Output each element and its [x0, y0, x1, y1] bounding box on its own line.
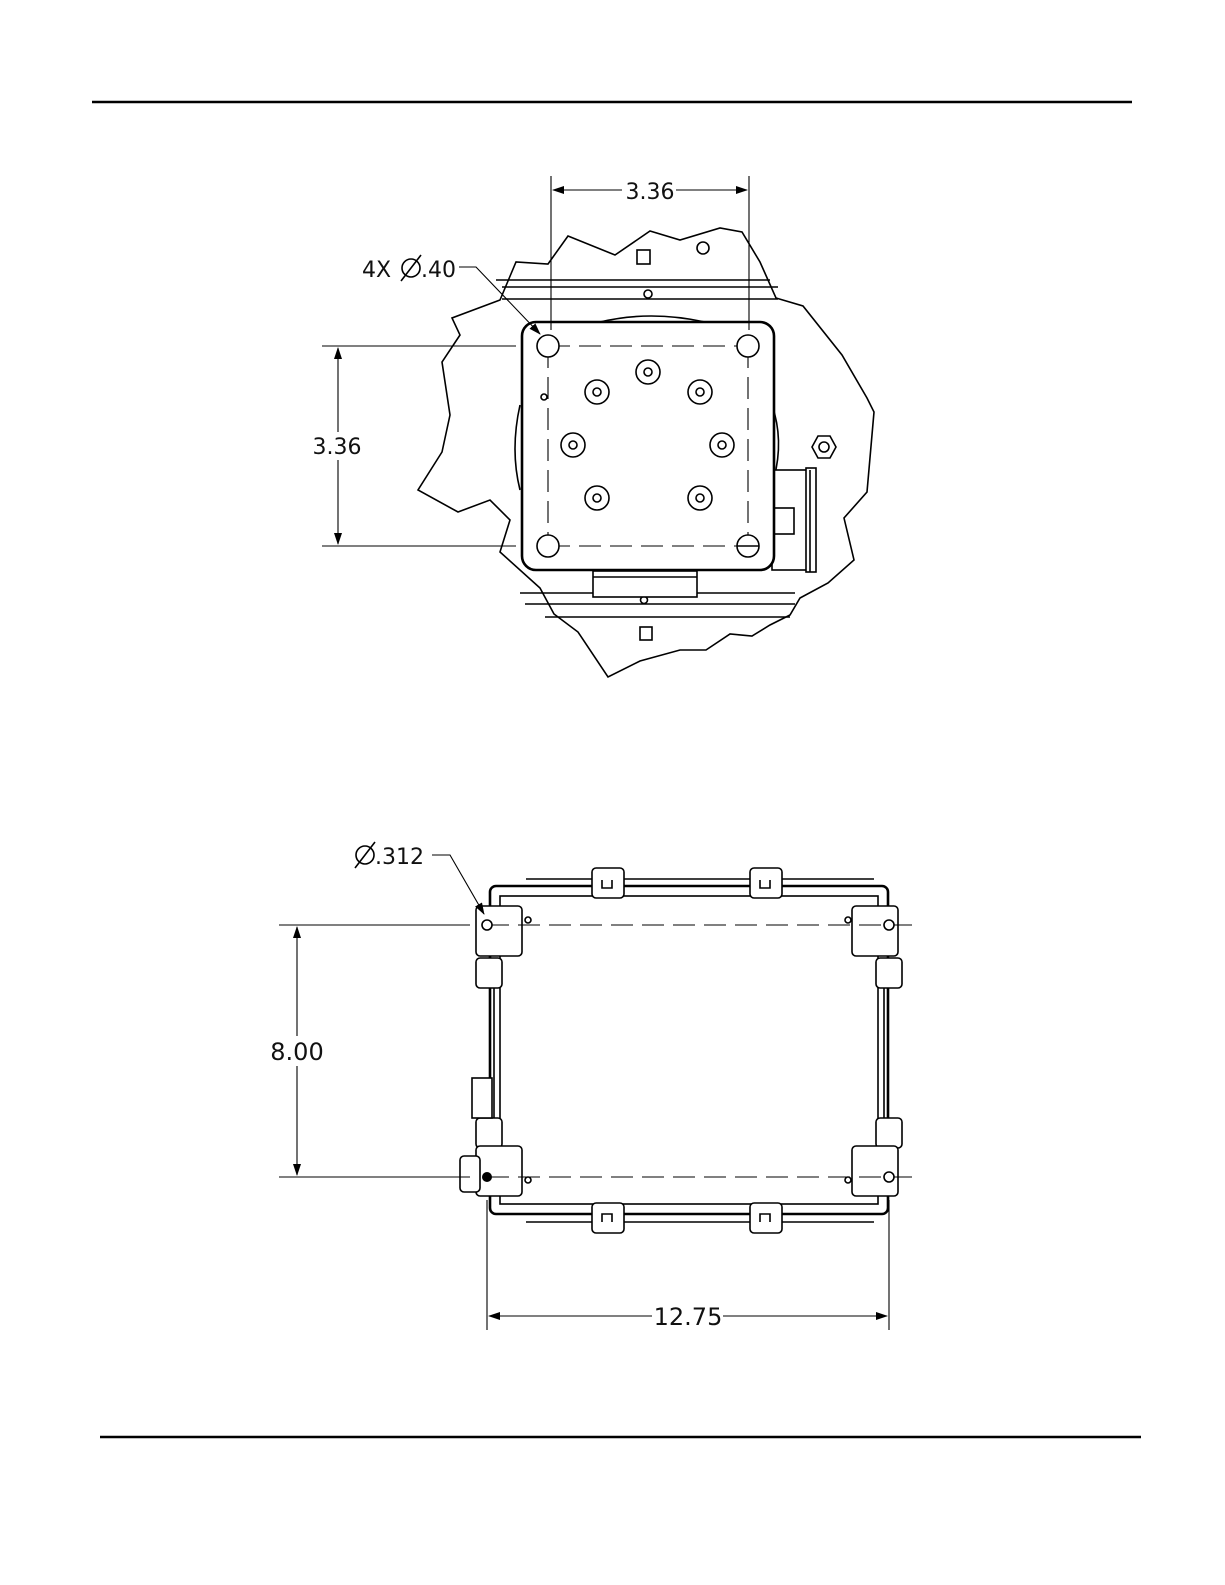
diameter-icon — [401, 255, 421, 281]
bracket-hole-callout: .312 — [375, 845, 424, 870]
small-hole — [644, 290, 652, 298]
small-hole — [697, 242, 709, 254]
side-tab — [476, 1118, 502, 1148]
hex-nut — [812, 436, 836, 458]
corner-bracket — [852, 906, 898, 956]
bottom-tab — [640, 627, 652, 640]
housing-outer — [490, 886, 888, 1214]
corner-bracket — [476, 906, 522, 956]
side-connector — [472, 1078, 492, 1118]
side-connector-face — [806, 468, 816, 572]
side-connector-slot — [774, 508, 794, 534]
bracket-hole — [482, 920, 492, 930]
bottom-width-dimension: 12.75 — [654, 1303, 723, 1331]
bracket-hole — [884, 1172, 894, 1182]
housing-tab — [592, 1203, 624, 1233]
diameter-icon — [355, 842, 375, 868]
side-tab — [876, 1118, 902, 1148]
bracket-hole — [884, 920, 894, 930]
mounting-hole — [737, 335, 759, 357]
bottom-view: 8.00 12.75 .312 — [266, 842, 914, 1331]
mounting-hole — [537, 535, 559, 557]
round-platform — [515, 405, 520, 490]
housing-tab — [750, 1203, 782, 1233]
side-tab — [876, 958, 902, 988]
top-tab — [637, 250, 650, 264]
hole-callout-diameter: .40 — [421, 258, 456, 283]
top-height-dimension: 3.36 — [313, 435, 362, 460]
leader-line — [432, 855, 484, 914]
lower-block — [593, 571, 697, 597]
housing-tab — [750, 868, 782, 898]
corner-bracket — [476, 1146, 522, 1196]
bottom-height-dimension: 8.00 — [270, 1038, 323, 1066]
top-view: 3.36 3.36 4X .40 — [308, 176, 874, 677]
mounting-hole — [537, 335, 559, 357]
housing-tab — [592, 868, 624, 898]
side-tab — [476, 958, 502, 988]
corner-bracket — [852, 1146, 898, 1196]
hole-callout-prefix: 4X — [362, 258, 391, 283]
top-width-dimension: 3.36 — [626, 180, 675, 205]
bracket-hole — [482, 1172, 492, 1182]
cable-gland — [460, 1156, 480, 1192]
